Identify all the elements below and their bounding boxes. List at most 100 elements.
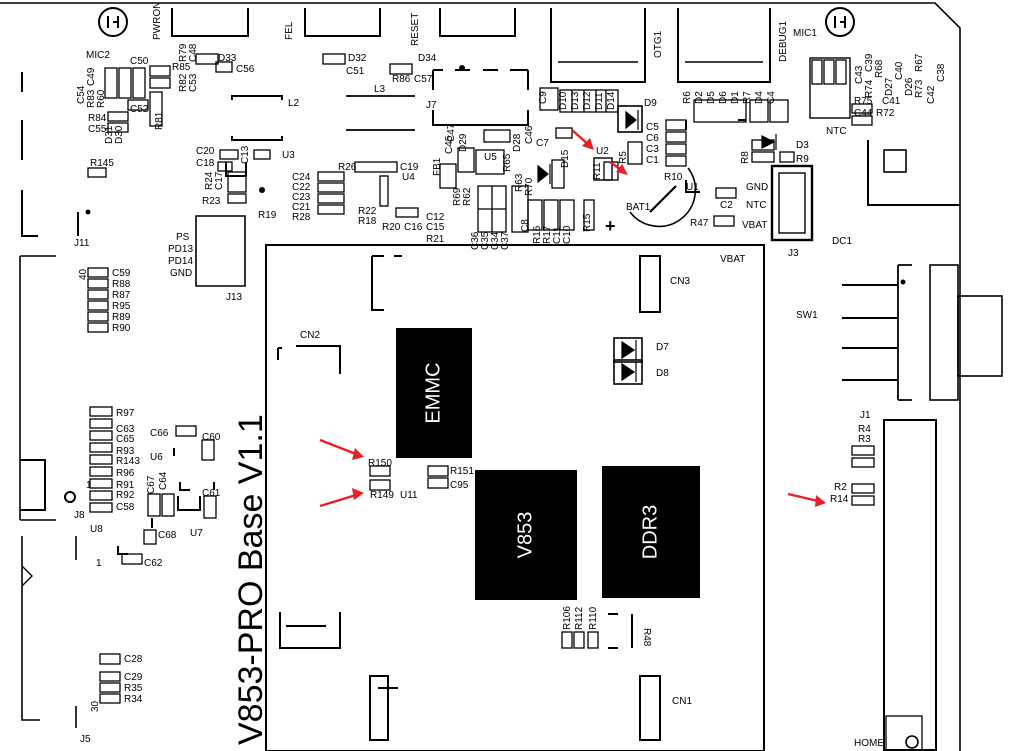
label-c46: C46	[524, 125, 535, 144]
label-c45: C45	[444, 135, 455, 154]
mic1-outline	[825, 7, 855, 37]
j13-outline	[195, 215, 246, 287]
label-c40: C40	[894, 61, 905, 80]
label-d9: D9	[644, 98, 657, 109]
label-c9: C9	[538, 91, 549, 104]
label-pd14: PD14	[168, 256, 193, 267]
label-r93: R93	[116, 446, 135, 457]
label-r9: R9	[796, 154, 809, 165]
label-d1: D1	[730, 91, 741, 104]
mic2-outline	[98, 7, 128, 37]
label-pin30: 30	[90, 700, 101, 712]
label-r75: R75	[854, 96, 873, 107]
label-c66: C66	[150, 428, 169, 439]
label-d5: D5	[706, 91, 717, 104]
cn1-outline	[639, 675, 661, 741]
label-r63: R63	[514, 173, 525, 192]
label-r92: R92	[116, 490, 135, 501]
label-j13: J13	[226, 292, 243, 303]
label-r5: R5	[618, 151, 629, 164]
board-outline	[0, 2, 961, 751]
label-r68: R68	[874, 59, 885, 78]
label-r7: R7	[742, 91, 753, 104]
label-c52: C52	[130, 104, 149, 115]
label-r35: R35	[124, 683, 143, 694]
label-ps: PS	[176, 232, 190, 243]
label-r28: R28	[292, 212, 311, 223]
label-d28: D28	[512, 133, 523, 152]
label-dc1: DC1	[832, 236, 852, 247]
label-j8: J8	[74, 510, 85, 521]
label-c35: C35	[480, 231, 491, 250]
label-home: HOME	[854, 738, 884, 749]
label-r151: R151	[450, 466, 474, 477]
label-d6: D6	[718, 91, 729, 104]
label-r67: R67	[914, 53, 925, 72]
label-r10: R10	[664, 172, 683, 183]
label-r21: R21	[426, 234, 445, 245]
label-r86: R86	[392, 74, 411, 85]
label-r112: R112	[574, 606, 585, 630]
label-u3: U3	[282, 150, 295, 161]
chip-ddr3	[602, 466, 700, 598]
label-r145: R145	[90, 158, 114, 169]
label-gnd-top: GND	[746, 182, 768, 193]
chip-emmc	[396, 328, 472, 458]
label-debug1: DEBUG1	[778, 20, 789, 62]
label-fb1: FB1	[432, 157, 443, 176]
label-r90: R90	[112, 323, 131, 334]
cn1-left-outline	[369, 675, 398, 741]
label-c10: C10	[562, 225, 573, 244]
label-r22: R22	[358, 206, 377, 217]
label-d27: D27	[884, 77, 895, 96]
label-u8: U8	[90, 524, 103, 535]
label-d15: D15	[560, 149, 571, 168]
label-c15: C15	[426, 222, 445, 233]
label-c36: C36	[470, 231, 481, 250]
label-l2: L2	[288, 98, 300, 109]
cn2-outline	[277, 345, 341, 374]
label-c95: C95	[450, 480, 469, 491]
label-c19: C19	[400, 162, 419, 173]
label-d26: D26	[904, 77, 915, 96]
label-r150: R150	[368, 458, 392, 469]
label-mic2: MIC2	[86, 50, 110, 61]
label-u4: U4	[402, 172, 415, 183]
label-cn1: CN1	[672, 696, 692, 707]
bat1-outline	[629, 167, 697, 228]
label-c47: C47	[446, 123, 457, 142]
label-r14: R14	[830, 494, 849, 505]
label-plus: +	[605, 216, 616, 236]
j8-outline	[20, 459, 46, 511]
cn3-outline	[639, 255, 661, 313]
arrow-r150	[319, 438, 357, 456]
label-c50: C50	[130, 56, 149, 67]
label-r23: R23	[202, 196, 221, 207]
label-d2: D2	[694, 91, 705, 104]
label-c39: C39	[864, 53, 875, 72]
label-reset: RESET	[410, 13, 421, 46]
label-r149: R149	[370, 490, 394, 501]
label-c21: C21	[292, 202, 311, 213]
label-cn2: CN2	[300, 330, 320, 341]
label-pin1-u8: 1	[96, 558, 102, 569]
label-r110: R110	[588, 606, 599, 630]
label-c34: C34	[490, 231, 501, 250]
label-d33: D33	[218, 53, 237, 64]
label-c41: C41	[882, 96, 901, 107]
label-d32: D32	[348, 53, 367, 64]
label-c51: C51	[346, 66, 365, 77]
label-c58: C58	[116, 502, 135, 513]
label-r83: R83	[86, 89, 97, 108]
label-r84: R84	[88, 113, 107, 124]
j11-outline	[21, 72, 79, 237]
label-r70: R70	[524, 177, 535, 196]
j1-outline	[883, 419, 937, 751]
fel-button-outline	[304, 8, 381, 37]
label-r60: R60	[96, 89, 107, 108]
l2-outline	[231, 95, 283, 141]
label-c56: C56	[236, 64, 255, 75]
label-d29: D29	[458, 133, 469, 152]
label-r72: R72	[876, 108, 895, 119]
label-r143: R143	[116, 456, 140, 467]
